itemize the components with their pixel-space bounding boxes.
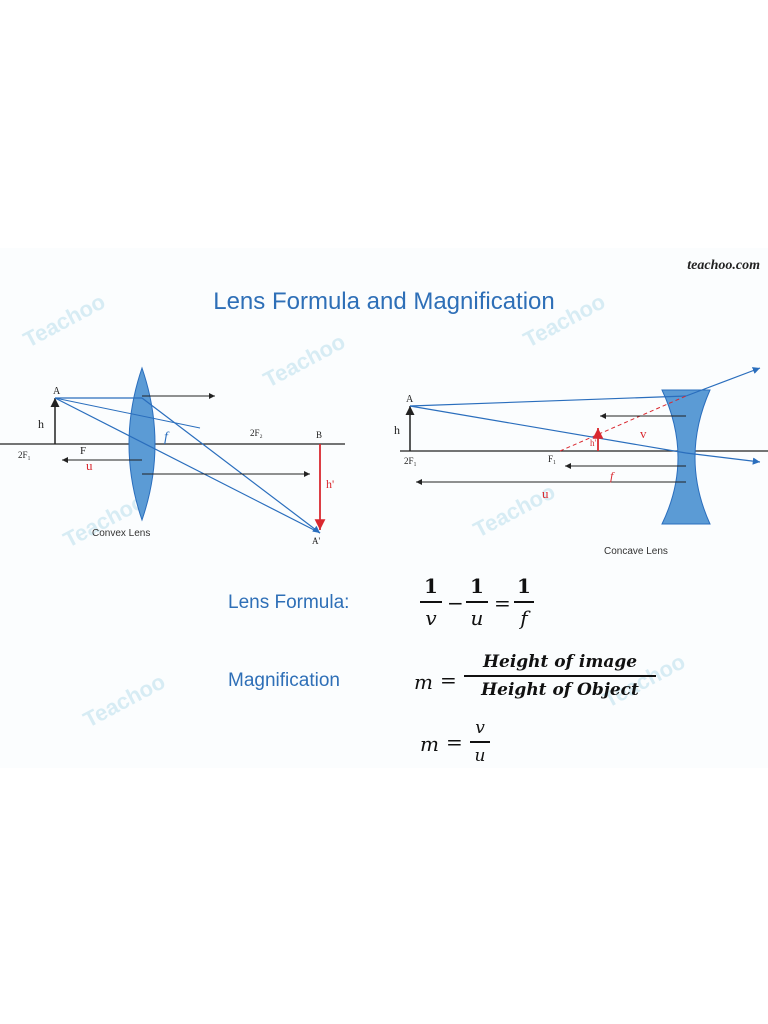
virtual-ray [559,395,687,452]
equals-sign-2: = [446,730,463,754]
label-u: u [86,458,93,473]
numerator: v [475,718,485,738]
label-A-prime: A' [312,536,320,546]
minus-sign: − [447,591,464,615]
label-2F1: 2F₁ [18,450,31,460]
numerator: 1 [517,574,531,598]
label-h-2: h [394,423,400,437]
label-F1-2: F₁ [548,454,556,464]
concave-lens-diagram: A h 2F₁ F₁ v f u h' [394,367,768,525]
label-A-2: A [406,394,414,405]
watermark: Teachoo [79,668,170,733]
label-F: F [80,445,86,457]
label-B: B [316,430,322,440]
central-ray-out [685,452,761,465]
label-u-2: u [542,486,549,501]
upper-ray [54,397,201,429]
central-ray [54,397,321,534]
fraction-bar [466,601,488,603]
fraction-height-ratio: Height of image Height of Object [464,652,656,700]
fraction-bar [514,601,534,603]
denominator: u [470,606,484,630]
label-h-prime: h' [326,477,334,491]
label-h-prime-2: h' [590,438,597,448]
convex-lens-diagram: A h 2F₁ F u f 2F₂ B h' A' [0,366,345,546]
label-2F2: 2F₂ [250,428,263,438]
page-title: Lens Formula and Magnification [213,288,555,315]
central-ray-2 [409,405,687,454]
fraction-v-over-u: v u [470,718,490,766]
lens-formula-label: Lens Formula: [228,592,350,613]
fraction-1-over-f: 1 f [514,574,534,630]
denominator: u [474,746,486,766]
numerator: Height of image [482,652,638,672]
label-f-2: f [610,469,615,483]
fraction-1-over-v: 1 v [420,574,442,630]
numerator: 1 [470,574,484,598]
label-h: h [38,417,44,431]
brand-logo: teachoo.com [687,258,760,273]
denominator: f [520,606,528,630]
label-f: f [164,430,170,445]
denominator: v [425,606,437,630]
concave-lens-caption: Concave Lens [604,546,668,557]
denominator: Height of Object [481,680,639,700]
ray-diagrams: A h 2F₁ F u f 2F₂ B h' A' [0,366,768,546]
equals-sign: = [440,668,457,692]
equals-sign: = [494,591,511,615]
parallel-ray-2 [409,395,687,407]
diverged-ray [685,367,761,397]
label-A: A [53,386,61,397]
label-v-2: v [640,426,647,441]
convex-lens-shape [128,366,156,522]
magnification-label: Magnification [228,670,340,691]
numerator: 1 [424,574,438,598]
fraction-bar [470,741,490,743]
magnification-m: m [414,670,433,694]
content-card: Teachoo Teachoo Teachoo Teachoo Teachoo … [0,248,768,768]
fraction-bar [464,675,656,677]
fraction-1-over-u: 1 u [466,574,488,630]
convex-lens-caption: Convex Lens [92,528,151,539]
fraction-bar [420,601,442,603]
refracted-ray [141,397,321,534]
concave-lens-shape [661,389,711,525]
label-2F1-2: 2F₁ [404,456,417,466]
magnification-m-2: m [420,732,439,756]
